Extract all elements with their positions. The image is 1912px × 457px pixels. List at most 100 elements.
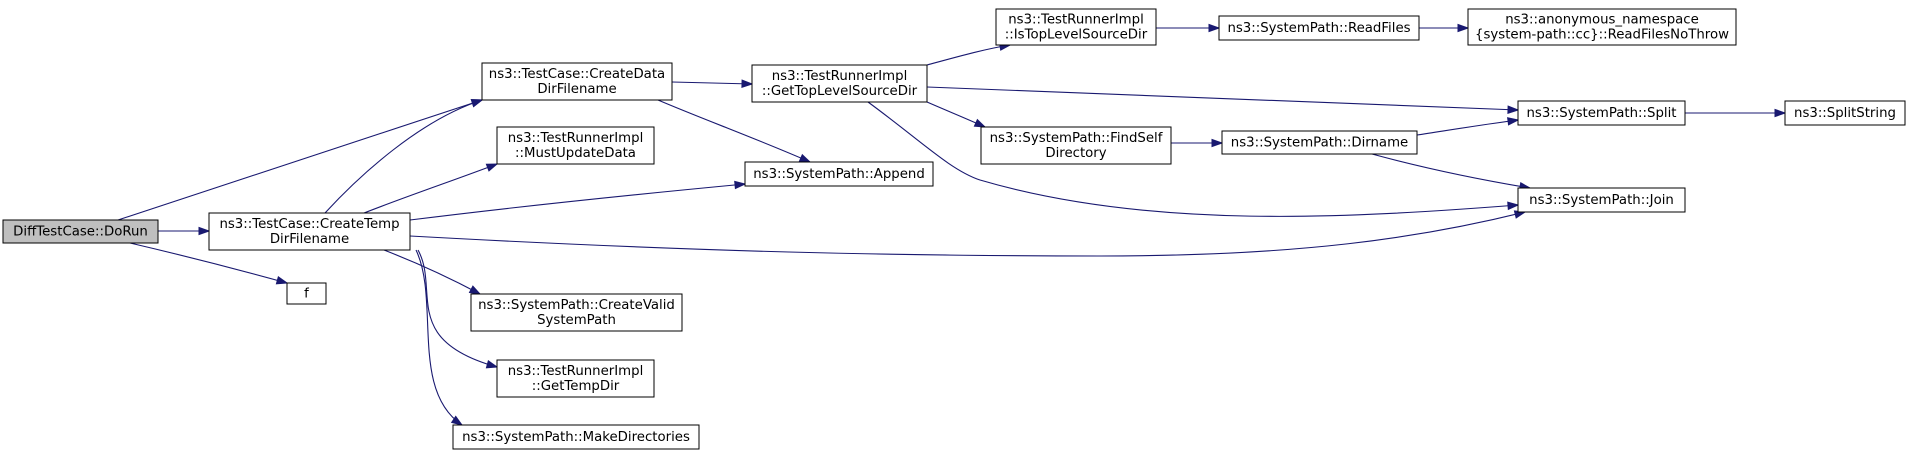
arrow-head [1507, 117, 1520, 126]
arrow-head [741, 79, 754, 89]
arrow-head [1457, 23, 1470, 33]
node-label: ns3::SystemPath::Join [1529, 193, 1674, 208]
edge-CreateTemp-to-CreateValid [383, 249, 482, 295]
node-label: DiffTestCase::DoRun [13, 225, 148, 240]
node-SplitString[interactable]: ns3::SplitString [1784, 100, 1906, 126]
node-box [452, 424, 700, 450]
edge-Split-to-SplitString [1685, 108, 1787, 118]
node-ReadFilesNoThrow[interactable]: ns3::anonymous_namespace{system-path::cc… [1467, 8, 1737, 46]
edge-line [867, 101, 1519, 217]
edge-CreateTemp-to-CreateData [324, 99, 484, 214]
node-GetTopLevel[interactable]: ns3::TestRunnerImpl::GetTopLevelSourceDi… [751, 64, 928, 103]
edge-line [1371, 153, 1531, 189]
edge-line [657, 99, 811, 163]
edge-GetTopLevel-to-Join [867, 101, 1520, 217]
node-MustUpdate[interactable]: ns3::TestRunnerImpl::MustUpdateData [496, 126, 655, 165]
edge-line [671, 81, 753, 85]
node-ReadFiles[interactable]: ns3::SystemPath::ReadFiles [1218, 15, 1420, 41]
node-box [286, 282, 327, 305]
node-Append[interactable]: ns3::SystemPath::Append [744, 161, 934, 187]
node-label: SystemPath [537, 313, 616, 328]
edge-line [129, 242, 288, 284]
node-Split[interactable]: ns3::SystemPath::Split [1517, 100, 1686, 126]
node-label: ns3::SystemPath::Append [753, 167, 925, 182]
edge-CreateTemp-to-Append [409, 180, 747, 221]
node-box [208, 212, 411, 251]
nodes-layer: DiffTestCase::DoRun ns3::TestCase::Create… [2, 8, 1906, 450]
arrow-head [973, 118, 987, 128]
edge-line [324, 99, 483, 214]
node-label: ns3::TestRunnerImpl [772, 69, 908, 84]
node-label: ns3::SplitString [1794, 106, 1896, 121]
node-IsTopLevel[interactable]: ns3::TestRunnerImpl::IsTopLevelSourceDir [995, 8, 1157, 46]
node-box [1221, 130, 1418, 155]
edge-line [415, 249, 463, 426]
node-Join[interactable]: ns3::SystemPath::Join [1517, 187, 1686, 213]
edge-CreateData-to-Append [657, 99, 812, 163]
arrow-head [734, 180, 747, 190]
node-label: ns3::TestRunnerImpl [508, 364, 644, 379]
node-box [751, 64, 928, 103]
node-label: ns3::SystemPath::MakeDirectories [462, 430, 690, 445]
edge-Dirname-to-Split [1416, 117, 1520, 136]
node-MakeDirs[interactable]: ns3::SystemPath::MakeDirectories [452, 424, 700, 450]
node-label: ns3::TestCase::CreateData [489, 67, 665, 82]
arrow-head [468, 285, 482, 295]
node-label: ::GetTempDir [532, 379, 620, 394]
arrow-head [198, 226, 211, 236]
node-label: ns3::SystemPath::ReadFiles [1227, 21, 1410, 36]
edge-line [383, 249, 481, 295]
edge-FindSelf-to-Dirname [1171, 138, 1224, 148]
node-box [744, 161, 934, 187]
node-F[interactable]: f [286, 282, 327, 305]
node-label: DirFilename [537, 82, 616, 97]
arrow-head [275, 276, 289, 285]
arrow-head [1507, 201, 1520, 211]
node-label: ns3::SystemPath::FindSelf [990, 131, 1163, 146]
edge-line [926, 44, 1011, 66]
edge-line [1416, 119, 1519, 136]
edge-CreateTemp-to-Join [409, 210, 1527, 257]
arrow-head [450, 415, 464, 426]
arrow-head [1211, 138, 1224, 148]
node-label: ns3::TestCase::CreateTemp [219, 217, 399, 232]
node-DoRun[interactable]: DiffTestCase::DoRun [2, 219, 159, 244]
node-label: ns3::TestRunnerImpl [1008, 13, 1144, 28]
node-Dirname[interactable]: ns3::SystemPath::Dirname [1221, 130, 1418, 155]
edge-line [409, 183, 746, 221]
arrow-head [1774, 108, 1787, 118]
edge-Dirname-to-Join [1371, 153, 1532, 191]
node-box [1784, 100, 1906, 126]
arrow-head [1507, 105, 1520, 114]
node-box [1517, 187, 1686, 213]
edge-line [409, 211, 1526, 257]
node-box [1467, 8, 1737, 46]
node-label: f [304, 287, 309, 302]
arrow-head [485, 360, 499, 369]
node-label: ns3::SystemPath::CreateValid [478, 298, 675, 313]
node-box [481, 62, 673, 101]
node-GetTempDir[interactable]: ns3::TestRunnerImpl::GetTempDir [496, 359, 655, 398]
edge-DoRun-to-CreateTemp [158, 226, 211, 236]
node-label: DirFilename [270, 232, 349, 247]
edge-line [926, 86, 1519, 111]
arrow-head [798, 153, 812, 163]
node-box [1517, 100, 1686, 126]
edge-DoRun-to-F [129, 242, 289, 285]
node-label: ns3::anonymous_namespace [1505, 13, 1699, 28]
node-label: ns3::SystemPath::Dirname [1231, 136, 1408, 151]
arrow-head [485, 163, 499, 172]
node-box [496, 126, 655, 165]
edge-CreateTemp-to-GetTempDir [417, 249, 499, 369]
edge-CreateTemp-to-MakeDirs [415, 249, 464, 426]
node-box [496, 359, 655, 398]
arrow-head [470, 99, 484, 108]
node-box [1218, 15, 1420, 41]
edge-GetTopLevel-to-IsTopLevel [926, 42, 1012, 66]
node-label: Directory [1045, 146, 1106, 161]
